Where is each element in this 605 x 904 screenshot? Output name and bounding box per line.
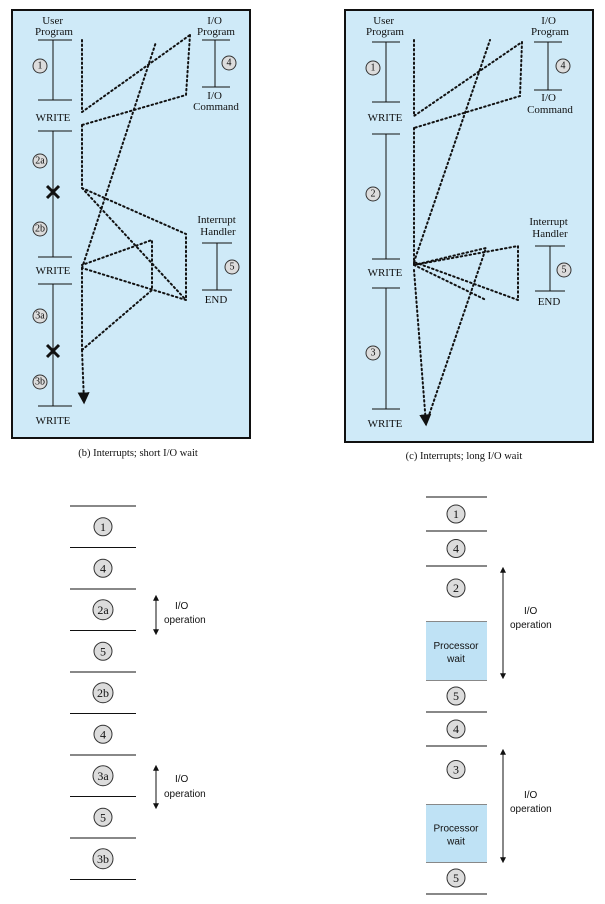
panel-c-io-command-label: I/O Command	[527, 92, 573, 116]
svg-text:4: 4	[100, 727, 106, 741]
timeline-b-io-label-2: I/O operation	[164, 774, 206, 800]
timeline-c-step-4: 4	[446, 719, 466, 739]
timeline-c-step-4: 4	[446, 539, 466, 558]
svg-text:1: 1	[38, 61, 43, 72]
panel-b-io-program-label: I/O Program	[197, 15, 235, 38]
timeline-b-step-3b: 3b	[92, 848, 114, 870]
panel-b-user-program-label: User Program	[35, 15, 73, 38]
timeline-b-step-2a: 2a	[92, 599, 114, 621]
svg-text:3b: 3b	[97, 852, 109, 866]
panel-b-write-label-2: WRITE	[36, 265, 71, 277]
timeline-b-io-label-1: I/O operation	[164, 601, 206, 626]
panel-b-caption: (b) Interrupts; short I/O wait	[78, 448, 198, 459]
panel-b-write-label-1: WRITE	[36, 112, 71, 124]
timeline-c-step-5: 5	[446, 868, 466, 888]
timeline-b: 1 4 2a 5 2b 4 3a 5 3b I/O operation I/O operatio…	[70, 505, 206, 880]
panel-b: User Program I/O Program 1 WRITE 2a 2b	[11, 9, 251, 459]
svg-text:5: 5	[100, 810, 106, 824]
panel-c-write-label-2: WRITE	[368, 267, 403, 279]
panel-b-segment-3b: 3b	[32, 374, 48, 390]
timeline-b-step-3a: 3a	[92, 765, 114, 787]
panel-b-control-flow	[77, 34, 191, 405]
svg-text:4: 4	[561, 61, 566, 72]
svg-text:1: 1	[371, 63, 376, 74]
interrupt-mark-icon	[45, 343, 61, 359]
panel-c-write-label-3: WRITE	[368, 418, 403, 430]
panel-b-segment-2b: 2b	[32, 221, 48, 237]
panel-b-write-label-3: WRITE	[36, 415, 71, 427]
svg-text:3a: 3a	[35, 311, 45, 322]
timeline-c-step-2: 2	[446, 578, 466, 598]
timeline-c-io-label-2: I/O operation	[510, 790, 552, 815]
panel-b-background	[11, 9, 251, 439]
panel-b-end-label: END	[205, 294, 228, 306]
timeline-c-step-1: 1	[446, 504, 466, 524]
svg-text:5: 5	[562, 265, 567, 276]
panel-c-segment-2: 2	[365, 186, 381, 202]
svg-text:3: 3	[453, 763, 459, 777]
svg-text:4: 4	[227, 58, 232, 69]
svg-text:4: 4	[453, 722, 459, 736]
timeline-b-step-2b: 2b	[92, 682, 114, 704]
panel-c: User Program I/O Program 1 WRITE 2 WRITE…	[344, 9, 594, 462]
svg-text:5: 5	[453, 689, 459, 703]
panel-c-io-program-label: I/O Program	[531, 15, 569, 38]
svg-text:2a: 2a	[97, 603, 109, 617]
timeline-c-step-3: 3	[446, 760, 466, 779]
timeline-b-step-4: 4	[93, 558, 113, 578]
panel-c-caption: (c) Interrupts; long I/O wait	[406, 451, 523, 462]
panel-c-io-segment-4: 4	[555, 58, 571, 74]
svg-text:2a: 2a	[35, 156, 45, 167]
panel-c-control-flow	[413, 39, 523, 427]
panel-c-end-label: END	[538, 296, 561, 308]
svg-text:5: 5	[230, 262, 235, 273]
panel-b-handler-segment-5: 5	[224, 259, 240, 275]
panel-c-handler-segment-5: 5	[556, 262, 572, 278]
timeline-b-step-1: 1	[93, 517, 113, 537]
panel-b-io-segment-4: 4	[221, 55, 237, 71]
panel-c-write-label-1: WRITE	[368, 112, 403, 124]
panel-c-segment-3: 3	[365, 345, 381, 361]
panel-c-segment-1: 1	[365, 60, 381, 76]
timeline-b-step-4: 4	[93, 724, 113, 744]
timeline-c-step-5: 5	[446, 686, 466, 706]
svg-text:5: 5	[453, 871, 459, 885]
panel-b-interrupt-handler-label: Interrupt Handler	[197, 214, 238, 238]
svg-text:4: 4	[453, 542, 459, 556]
panel-c-user-program-label: User Program	[366, 15, 404, 38]
svg-text:5: 5	[100, 644, 106, 658]
panel-c-interrupt-handler-label: Interrupt Handler	[529, 216, 570, 240]
panel-b-io-command-label: I/O Command	[193, 90, 239, 113]
svg-text:2b: 2b	[97, 686, 109, 700]
timeline-b-step-5: 5	[93, 641, 113, 661]
svg-text:3: 3	[371, 348, 376, 359]
svg-text:2: 2	[453, 581, 459, 595]
svg-text:3a: 3a	[97, 769, 109, 783]
svg-text:4: 4	[100, 561, 106, 575]
svg-text:1: 1	[453, 507, 459, 521]
svg-text:1: 1	[100, 520, 106, 534]
timeline-b-step-5: 5	[93, 807, 113, 827]
panel-b-segment-2a: 2a	[32, 153, 48, 169]
svg-text:2: 2	[371, 189, 376, 200]
panel-b-segment-1: 1	[32, 58, 48, 74]
panel-b-segment-3a: 3a	[32, 308, 48, 324]
interrupt-mark-icon	[45, 184, 61, 200]
timeline-c-io-label-1: I/O operation	[510, 606, 552, 631]
svg-text:3b: 3b	[35, 377, 45, 388]
svg-text:2b: 2b	[35, 224, 45, 235]
